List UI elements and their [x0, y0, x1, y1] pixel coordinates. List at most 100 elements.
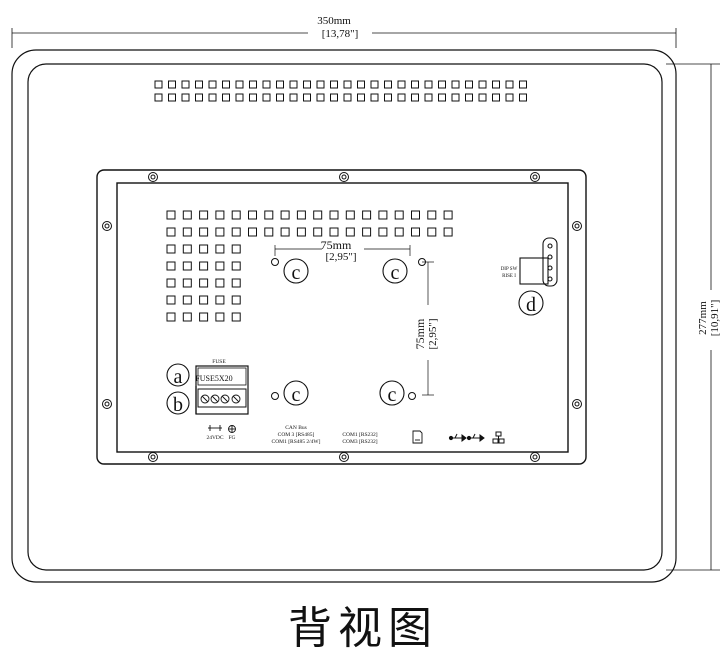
port-com1-232-label: COM1 [RS232] [342, 432, 377, 438]
callout-c-label: c [292, 262, 301, 284]
vent-slot [362, 227, 372, 237]
vent-slot [492, 80, 500, 89]
callout-b: b [166, 391, 190, 416]
vent-slot [478, 80, 487, 89]
dc-power-icon [208, 425, 222, 431]
vent-slot [378, 210, 388, 220]
vent-slot [343, 80, 352, 89]
sd-card-icon [412, 430, 423, 444]
width-in-label: [13,78"] [322, 28, 359, 40]
inner-vent-grid [166, 210, 453, 322]
screw [339, 452, 349, 462]
vent-slot [438, 80, 446, 89]
vent-slot [231, 261, 241, 271]
callout-d-label: d [526, 294, 536, 316]
vent-slot [182, 210, 192, 220]
vent-slot [222, 80, 230, 89]
vent-slot [451, 80, 460, 89]
vent-slot [384, 93, 392, 102]
rear-housing-outer [96, 169, 587, 465]
vent-slot [215, 210, 225, 220]
vent-slot [199, 278, 209, 288]
vent-slot [166, 278, 176, 288]
vent-slot [166, 295, 176, 305]
vent-slot [397, 93, 406, 102]
vesa-h-mm-label: 75mm [321, 238, 352, 252]
vent-slot [316, 93, 325, 102]
vent-slot [168, 93, 176, 102]
vent-slot [249, 80, 257, 89]
usb-icon [466, 433, 485, 442]
screw [530, 452, 540, 462]
vent-slot [215, 278, 225, 288]
vent-slot [505, 80, 514, 89]
vent-slot [166, 210, 176, 220]
vent-slot [166, 261, 176, 271]
fuse-label: FUSE5X20 [195, 374, 232, 383]
vent-slot [199, 261, 209, 271]
vent-slot [231, 278, 241, 288]
vent-slot [411, 93, 419, 102]
width-dimension [11, 28, 677, 48]
dipsw-line2: RISE I [502, 274, 516, 279]
vent-slot [313, 210, 323, 220]
vent-slot [519, 80, 527, 89]
vent-slot [182, 278, 192, 288]
vent-slot [329, 227, 339, 237]
vent-slot [345, 210, 355, 220]
port-com3-232-label: COM3 [RS232] [342, 439, 377, 445]
vent-slot [264, 210, 274, 220]
height-mm-label: 277mm [697, 301, 709, 335]
screw [102, 399, 112, 409]
vesa-mount-bottom-left: c [271, 380, 309, 406]
height-in-label: [10,91"] [709, 300, 721, 337]
port-can-label: CAN Bus [285, 425, 307, 431]
callout-d: d [518, 290, 544, 316]
vent-slot [168, 80, 176, 89]
vent-slot [182, 312, 192, 322]
vent-slot [296, 227, 306, 237]
rear-view-title: 背视图 [288, 603, 438, 654]
screw [530, 172, 540, 182]
vent-slot [451, 93, 460, 102]
vent-slot [208, 80, 217, 89]
vent-slot [427, 227, 437, 237]
vesa-v-mm-label: 75mm [413, 318, 427, 349]
vent-slot [215, 312, 225, 322]
vesa-vertical-dimension [422, 261, 434, 396]
callout-c-label: c [388, 384, 397, 406]
vent-slot [248, 227, 257, 237]
vesa-horizontal-dimension [274, 245, 411, 256]
vent-slot [199, 312, 209, 322]
top-vent-grid [154, 80, 527, 102]
vent-slot [289, 93, 298, 102]
vent-slot [154, 80, 163, 89]
height-dimension [666, 63, 720, 571]
vent-slot [181, 80, 190, 89]
vent-slot [357, 80, 365, 89]
vent-slot [343, 93, 352, 102]
vent-slot [262, 80, 271, 89]
vent-slot [231, 312, 241, 322]
vent-slot [264, 227, 274, 237]
callout-c-label: c [292, 384, 301, 406]
usb-icon [448, 433, 467, 442]
inner-bezel [27, 63, 663, 571]
vent-slot [505, 93, 514, 102]
vent-slot [411, 80, 419, 89]
vent-slot [394, 227, 404, 237]
vesa-mount-bottom-right: c [379, 380, 416, 406]
vent-slot [166, 312, 176, 322]
vent-slot [316, 80, 325, 89]
screw [572, 221, 582, 231]
vent-slot [378, 227, 388, 237]
power-dc-label: 24VDC [206, 435, 223, 441]
mounting-screws [102, 172, 582, 462]
vent-slot [411, 227, 420, 237]
power-fg-label: FG [228, 435, 235, 441]
screw [102, 221, 112, 231]
vent-slot [199, 244, 209, 254]
vent-slot [235, 93, 244, 102]
vent-slot [345, 227, 355, 237]
vent-slot [199, 210, 209, 220]
